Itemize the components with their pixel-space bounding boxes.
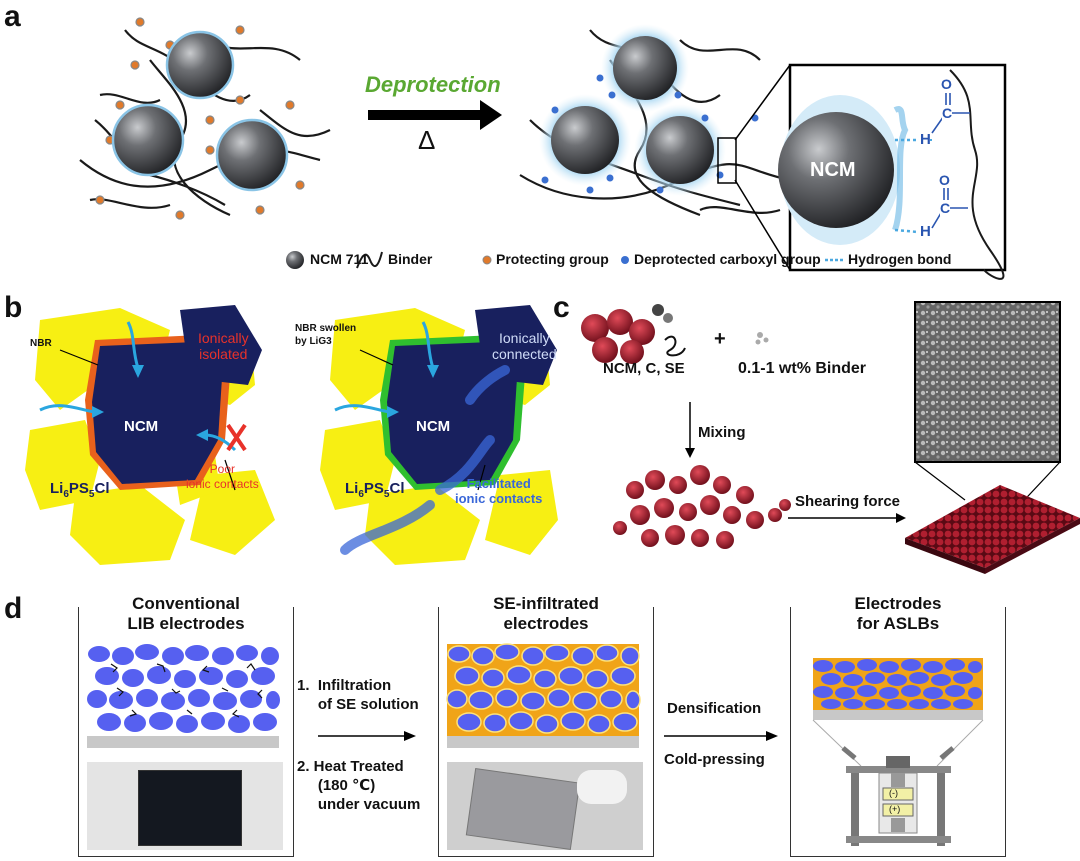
facilitated-contacts-label: Facilitated ionic contacts: [455, 476, 543, 506]
h-label-2: H: [920, 223, 931, 240]
densification-arrow: [664, 731, 778, 741]
ionically-connected-label: Ionically connected: [492, 330, 557, 362]
cold-press-cell-icon: [841, 746, 955, 846]
o-label-1: O: [941, 76, 952, 92]
mixed-particles: [613, 465, 791, 549]
panel-label-d: d: [4, 592, 23, 625]
legend-deprotected: Deprotected carboxyl group: [634, 251, 821, 267]
lib-electrode-photo: [87, 762, 283, 850]
legend-ncm: NCM 711: [310, 251, 369, 267]
aslb-electrode-illustration: [812, 658, 984, 846]
components-label: NCM, C, SE: [603, 360, 685, 377]
panel-label-c: c: [553, 291, 570, 324]
legend-binder: Binder: [388, 251, 433, 267]
se-label-right: Li6PS5Cl: [345, 480, 404, 500]
se-cl: Cl: [389, 480, 405, 497]
se-sub-5: 5: [383, 489, 390, 500]
heat-symbol: Δ: [418, 125, 436, 155]
deprotection-label: Deprotection: [365, 72, 501, 97]
step1-label: 1. Infiltration of SE solution: [297, 677, 419, 713]
protecting-groups-left: [95, 17, 305, 220]
poor-contacts-label: Poor ionic contacts: [186, 462, 259, 491]
o-label-2: O: [939, 172, 950, 188]
box2-title: SE-infiltrated electrodes: [439, 594, 653, 634]
se-ps: PS: [68, 480, 89, 497]
conventional-electrode-box: Conventional LIB electrodes: [78, 594, 294, 857]
ncm-cluster-icon: [581, 304, 686, 364]
sem-image: [914, 301, 1061, 463]
se-li: Li: [345, 480, 359, 497]
se-sub-6: 6: [63, 489, 69, 500]
step-arrow: [318, 731, 416, 741]
binder-amount-label: 0.1-1 wt% Binder: [738, 360, 867, 377]
c-label-1: C: [942, 105, 953, 121]
se-sub-5: 5: [88, 489, 95, 500]
cell-plus-label: (+): [889, 804, 901, 814]
electrode-sheet: [905, 485, 1080, 568]
panel-a-diagram: [79, 17, 1007, 280]
shearing-label: Shearing force: [795, 493, 901, 510]
panel-label-a: a: [4, 0, 21, 33]
cell-minus-label: (-): [889, 788, 898, 798]
ncm-particle-left: [92, 342, 222, 484]
se-label-left: Li6PS5Cl: [50, 480, 109, 500]
se-infiltrated-electrode-box: SE-infiltrated electrodes: [438, 594, 654, 857]
lib-electrode-illustration: [87, 644, 280, 748]
nbr-swollen-label: NBR swollen by LiG3: [295, 323, 357, 347]
box1-title: Conventional LIB electrodes: [79, 594, 293, 634]
h-label-1: H: [920, 131, 931, 148]
densification-label: Densification: [667, 700, 762, 717]
aslb-electrode-box: Electrodes for ASLBs: [790, 594, 1006, 857]
panel-label-b: b: [4, 291, 23, 324]
legend-protecting: Protecting group: [496, 251, 609, 267]
ncm-particles-right: [539, 24, 726, 196]
coldpressing-label: Cold-pressing: [664, 751, 765, 768]
c-label-2: C: [940, 200, 951, 216]
plus-sign: +: [714, 328, 726, 350]
se-cl: Cl: [94, 480, 110, 497]
ncm-label-left: NCM: [124, 418, 159, 435]
zoom-ncm-label: NCM: [810, 159, 856, 181]
legend-hbond: Hydrogen bond: [848, 251, 952, 267]
se-li: Li: [50, 480, 64, 497]
step2-label: 2. Heat Treated (180 ℃) under vacuum: [297, 758, 421, 813]
se-sub-6: 6: [358, 489, 364, 500]
mixing-label: Mixing: [698, 424, 746, 441]
se-infiltrated-illustration: [446, 643, 641, 748]
panel-c-diagram: [581, 301, 1080, 574]
panel-b-diagram: [25, 305, 558, 565]
ionically-isolated-label: Ionically isolated: [198, 330, 249, 362]
nbr-label: NBR: [30, 338, 52, 349]
se-ps: PS: [363, 480, 384, 497]
se-electrode-photo: [447, 762, 643, 850]
ncm-label-right: NCM: [416, 418, 451, 435]
binder-dots: [755, 332, 769, 345]
box3-title: Electrodes for ASLBs: [791, 594, 1005, 634]
ncm-particles-left: [111, 30, 289, 192]
